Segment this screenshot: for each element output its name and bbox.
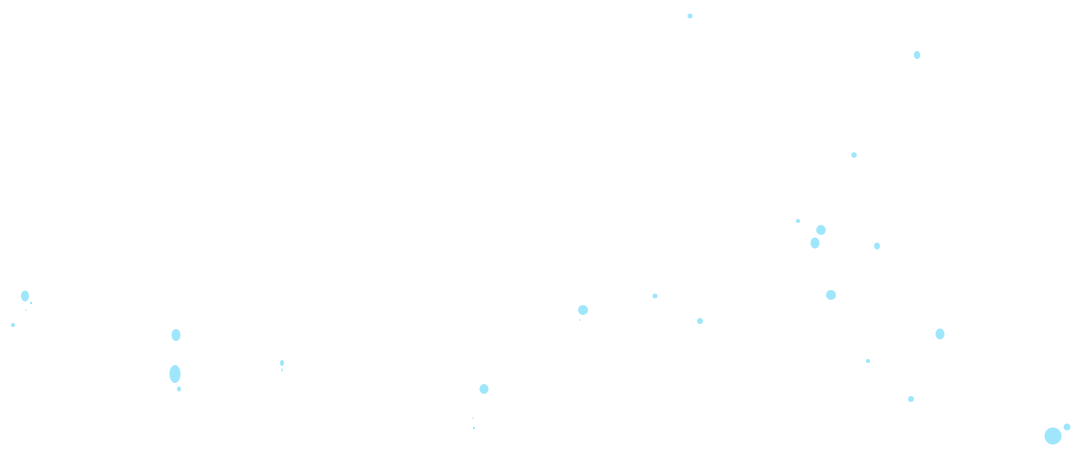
water-droplet [578, 305, 588, 315]
water-droplet [579, 319, 581, 321]
water-droplet [810, 237, 820, 249]
water-droplet [687, 13, 693, 19]
water-droplet [652, 293, 658, 299]
water-droplet [935, 328, 945, 340]
water-droplet [11, 323, 15, 327]
droplets-group [11, 13, 1071, 445]
water-droplet [479, 384, 489, 394]
water-droplet [171, 329, 181, 341]
water-droplet [281, 368, 283, 372]
water-droplet [280, 360, 284, 366]
water-droplet [816, 225, 826, 235]
water-droplet [851, 152, 857, 158]
water-droplet [29, 301, 33, 305]
water-droplet [472, 417, 474, 419]
water-droplet [21, 290, 29, 302]
water-droplet [874, 242, 880, 250]
water-droplet [177, 386, 181, 392]
water-droplet [826, 290, 836, 300]
water-droplet [169, 365, 181, 383]
water-droplet [866, 359, 870, 363]
water-droplet [1044, 427, 1062, 445]
water-droplet [697, 318, 703, 324]
water-droplet [472, 426, 476, 430]
water-droplet [913, 51, 921, 59]
water-droplet [908, 396, 914, 402]
water-droplet [25, 309, 27, 311]
water-droplet [796, 219, 800, 223]
water-droplet [1063, 423, 1071, 431]
